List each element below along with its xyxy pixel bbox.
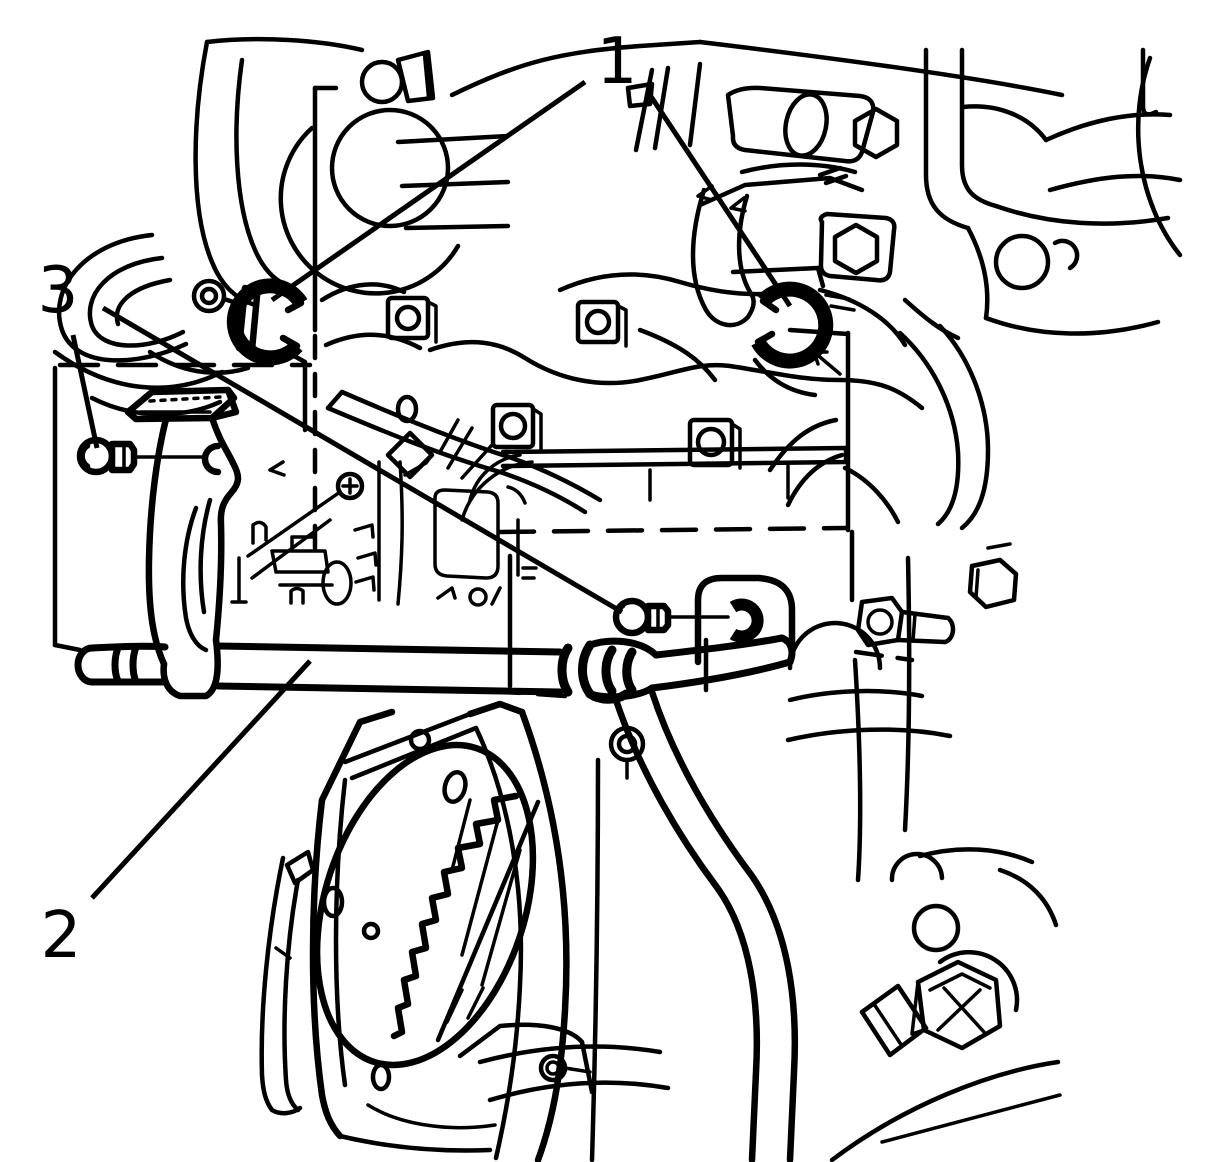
- pipe-assembly: [74, 634, 796, 704]
- engine-background-art: [52, 36, 1183, 1162]
- sensor-connector: [859, 983, 929, 1058]
- bracket-bolt-center: [612, 574, 796, 693]
- retaining-clip-right: [751, 281, 834, 369]
- callout-1-leader-lines: [270, 79, 793, 308]
- callout-1-label: 1: [597, 25, 638, 99]
- retaining-clip-left: [226, 278, 308, 366]
- timing-cover: [259, 700, 570, 1162]
- callout-3-label: 3: [38, 254, 79, 328]
- hex-bolt-mid: [832, 222, 880, 276]
- callout-2-label: 2: [41, 899, 82, 973]
- callout-3-leader-lines: [70, 305, 624, 615]
- mechanism-details: [230, 460, 538, 607]
- sensor-dome: [937, 950, 1020, 1013]
- hoses-top-right: [767, 47, 1183, 531]
- housing-top-left: [52, 36, 511, 433]
- hex-bolt-top: [852, 106, 900, 160]
- engine-mid-band: [325, 272, 925, 525]
- callout-2-leader-line: [90, 659, 312, 900]
- block-right: [785, 529, 1062, 1162]
- manifold-top: [449, 39, 1065, 398]
- block-bottom-middle: [445, 688, 799, 1162]
- pipe-bracket: [124, 386, 242, 700]
